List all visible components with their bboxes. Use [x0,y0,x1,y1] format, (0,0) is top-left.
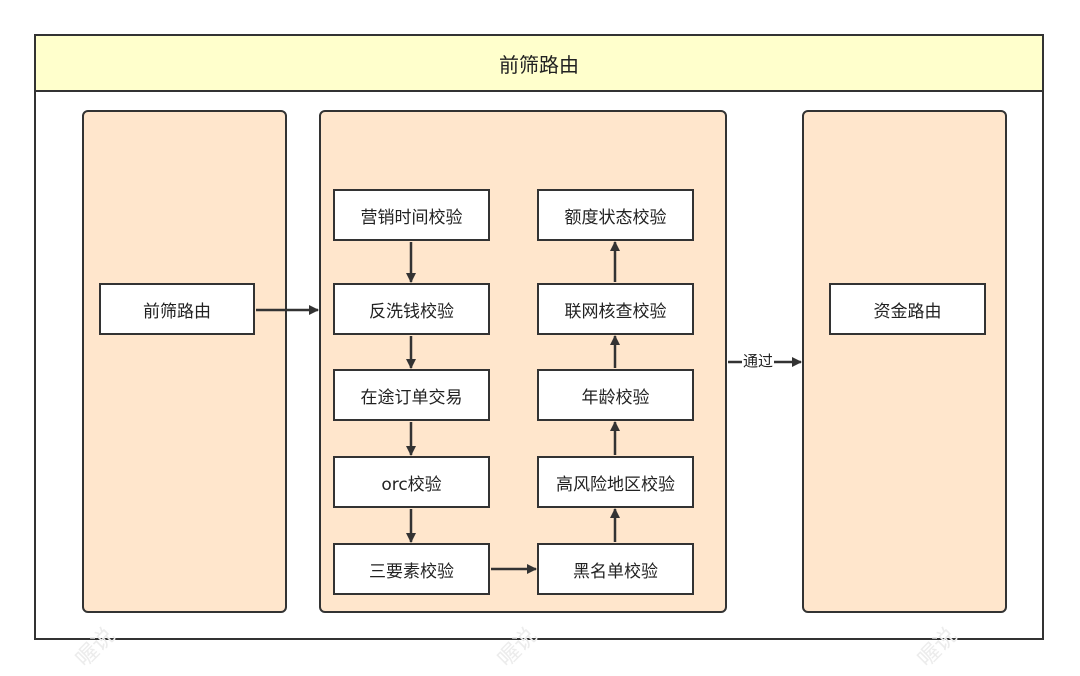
right-panel [802,110,1007,613]
node-quota-status-check: 额度状态校验 [537,189,694,241]
edge-label-pass: 通过 [742,351,775,371]
node-left-router: 前筛路由 [99,283,255,335]
node-age-check: 年龄校验 [537,369,694,421]
node-network-verification-check: 联网核查校验 [537,283,694,335]
node-orc-check: orc校验 [333,456,490,508]
node-blacklist-check: 黑名单校验 [537,543,694,595]
node-marketing-time-check: 营销时间校验 [333,189,490,241]
center-panel [319,110,727,613]
diagram-title: 前筛路由 [34,34,1044,92]
node-high-risk-region-check: 高风险地区校验 [537,456,694,508]
node-in-transit-order-trade: 在途订单交易 [333,369,490,421]
node-three-factor-check: 三要素校验 [333,543,490,595]
left-panel [82,110,287,613]
node-anti-money-laundering-check: 反洗钱校验 [333,283,490,335]
node-fund-router: 资金路由 [829,283,986,335]
